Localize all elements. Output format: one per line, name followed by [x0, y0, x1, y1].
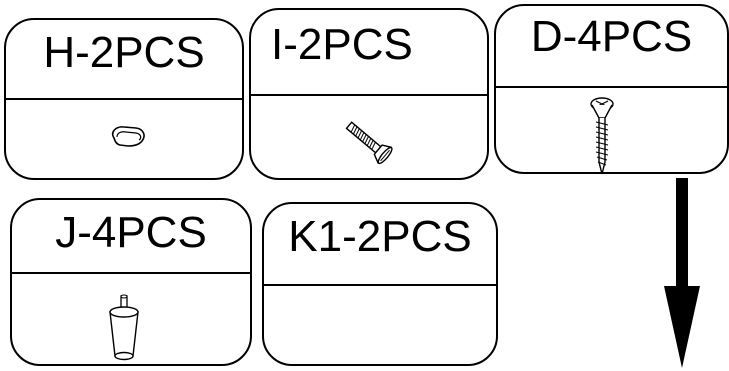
part-label-k1: K1-2PCS — [288, 212, 472, 261]
divider — [496, 86, 727, 88]
divider — [12, 272, 250, 274]
part-card-k1: K1-2PCS — [262, 202, 498, 366]
divider — [6, 98, 242, 100]
part-card-i: I-2PCS — [249, 8, 489, 180]
bolt-icon — [339, 115, 399, 170]
wood-screw-icon — [589, 96, 615, 176]
part-label-i: I-2PCS — [271, 20, 413, 69]
furniture-leg-icon — [106, 294, 142, 362]
part-card-j: J-4PCS — [10, 198, 252, 366]
part-card-d: D-4PCS — [494, 4, 729, 176]
divider — [264, 284, 496, 286]
part-label-j: J-4PCS — [55, 208, 207, 257]
part-label-d: D-4PCS — [530, 12, 693, 61]
part-label-h: H-2PCS — [43, 28, 205, 77]
oval-nut-icon — [108, 122, 148, 152]
divider — [251, 94, 487, 96]
part-card-h: H-2PCS — [4, 18, 244, 180]
down-arrow-icon — [660, 178, 704, 370]
